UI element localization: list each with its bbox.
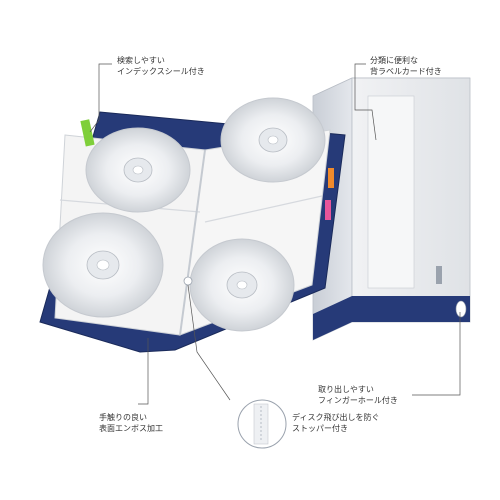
callout-finger-line2: フィンガーホール付き <box>318 396 398 405</box>
storage-case <box>312 77 471 341</box>
case-bottom-band-side <box>313 296 352 340</box>
disc-top-left <box>85 127 191 213</box>
callout-emboss: 手触りの良い 表面エンボス加工 <box>99 412 163 434</box>
callout-stopper: ディスク飛び出しを防ぐ ストッパー付き <box>292 412 379 434</box>
stopper-zoom <box>237 399 287 449</box>
pocket-divider-right <box>204 195 323 223</box>
back-label-card <box>367 95 415 289</box>
binder-spine <box>179 149 206 336</box>
leader-label <box>354 63 377 141</box>
callout-index-seal: 検索しやすい インデックスシール付き <box>117 55 205 77</box>
leader-index <box>89 63 112 133</box>
cd-binder <box>39 97 346 353</box>
case-bottom-band <box>352 296 470 322</box>
callout-stopper-line2: ストッパー付き <box>292 424 348 433</box>
leader-lines <box>89 63 461 405</box>
callout-label-card: 分類に便利な 背ラベルカード付き <box>370 55 442 77</box>
callout-index-line1: 検索しやすい <box>117 56 165 65</box>
disc-bottom-left <box>42 212 164 318</box>
disc-bottom-right <box>189 238 295 332</box>
leader-stopper <box>187 284 231 401</box>
stopper-nub <box>183 276 193 286</box>
callout-stopper-line1: ディスク飛び出しを防ぐ <box>292 413 380 422</box>
leader-finger <box>412 312 461 396</box>
callout-emboss-line1: 手触りの良い <box>99 413 147 422</box>
finger-hole <box>455 300 467 318</box>
label-card-mark <box>436 266 442 284</box>
index-tab-orange <box>328 168 334 188</box>
index-tab-pink <box>325 200 331 220</box>
callout-finger-hole: 取り出しやすい フィンガーホール付き <box>318 384 398 406</box>
callout-label-line2: 背ラベルカード付き <box>370 67 442 76</box>
disc-top-right <box>220 97 326 183</box>
callout-finger-line1: 取り出しやすい <box>318 385 374 394</box>
callout-emboss-line2: 表面エンボス加工 <box>99 424 163 433</box>
callout-index-line2: インデックスシール付き <box>117 67 205 76</box>
leader-emboss <box>138 338 149 405</box>
index-tab-green <box>80 119 95 147</box>
callout-label-line1: 分類に便利な <box>370 56 418 65</box>
